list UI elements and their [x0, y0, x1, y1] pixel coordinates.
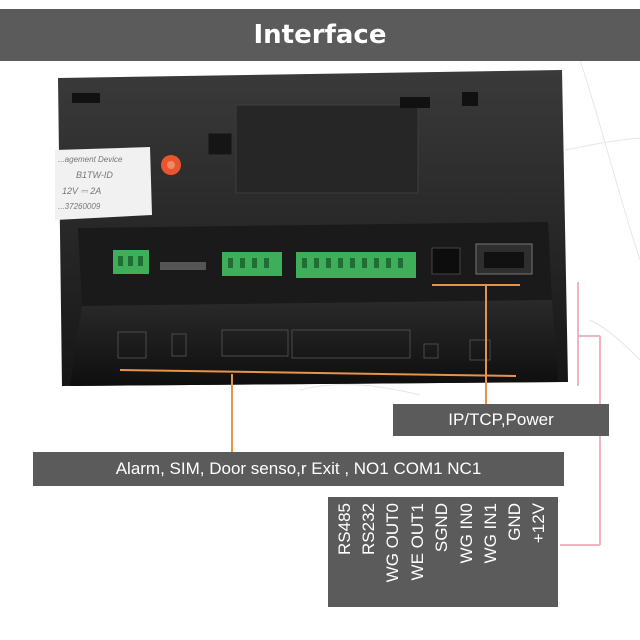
pin-label: +12V	[529, 503, 548, 544]
leader-lines-orange	[119, 284, 520, 452]
pin-label: WG OUT0	[383, 503, 402, 583]
leader-lines-pink	[560, 282, 601, 546]
sim-slot	[160, 262, 206, 270]
pin-label: RS485	[335, 503, 354, 555]
power-jack	[431, 247, 461, 275]
terminal-blocks	[113, 243, 533, 278]
alarm-row-label: Alarm, SIM, Door senso,r Exit , NO1 COM1…	[33, 452, 564, 486]
pin-label: RS232	[359, 503, 378, 555]
sticker-line-3: 12V ⎓ 2A	[62, 186, 101, 196]
background-lines	[299, 59, 640, 396]
pin-label: SGND	[432, 503, 451, 553]
pin-label: WG IN1	[481, 503, 500, 564]
page-title: Interface	[0, 9, 640, 61]
sticker-line-1: ...agement Device	[58, 155, 123, 164]
sticker-line-4: ...37260009	[58, 202, 101, 211]
pin-label: WG IN0	[457, 503, 476, 564]
product-sticker: ...agement Device B1TW-ID 12V ⎓ 2A ...37…	[55, 147, 152, 220]
tray-markings	[117, 329, 491, 361]
pin-label: WE OUT1	[408, 503, 427, 581]
wiring-pins-panel: RS485 RS232 WG OUT0 WE OUT1 SGND WG IN0 …	[328, 497, 558, 607]
ip-power-label: IP/TCP,Power	[393, 404, 609, 436]
sticker-line-2: B1TW-ID	[76, 170, 113, 180]
pin-label: GND	[505, 503, 524, 541]
device-body: ...agement Device B1TW-ID 12V ⎓ 2A ...37…	[55, 70, 568, 386]
